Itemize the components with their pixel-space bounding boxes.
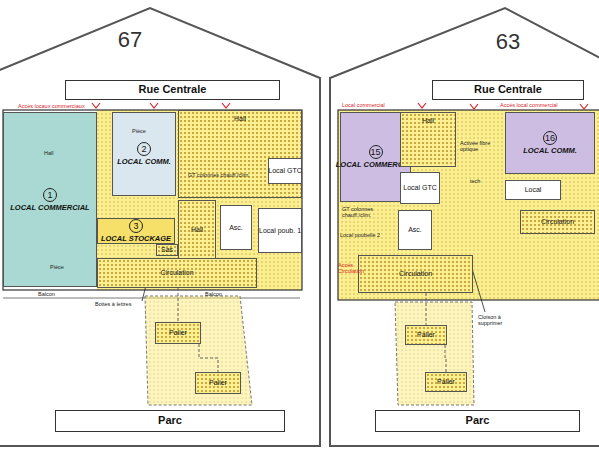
room-zone: Asc.: [220, 205, 252, 250]
zone-name: LOCAL COMMERCIAL: [10, 204, 89, 212]
room-zone: Circulation: [520, 210, 595, 234]
plan-label: Activée fibre optique: [460, 140, 502, 152]
leader-line: [142, 262, 152, 301]
room-name: Local poub. 1: [259, 227, 301, 234]
house-panel: 63Rue Centrale15LOCAL COMMERCIALHallLoca…: [328, 0, 599, 449]
plan-label: GT colonnes chauff./clim.: [342, 206, 394, 218]
street-box: Rue Centrale: [65, 80, 280, 100]
room-name: Hall: [191, 226, 203, 233]
stair-connector: [426, 293, 427, 325]
callout-number: 3: [129, 219, 143, 233]
plan-label: Local poubelle 2: [340, 232, 380, 238]
stair-connector: [178, 288, 179, 322]
room-name: Palier: [169, 329, 187, 336]
room-zone: Palier: [405, 325, 447, 345]
building-number: 63: [496, 29, 520, 55]
room-name: Rue Centrale: [474, 84, 542, 96]
room-name: Palier: [417, 331, 435, 338]
balcony-line: [3, 298, 300, 299]
room-name: Hall: [234, 115, 246, 122]
room-name: Parc: [158, 415, 182, 427]
leader-line: [470, 262, 485, 312]
callout-number: 2: [137, 142, 151, 156]
common-area: [338, 110, 599, 300]
room-name: Hall: [422, 117, 434, 124]
room-zone: 2LOCAL COMM.: [112, 112, 176, 196]
plan-label: Local commercial: [342, 102, 385, 108]
plan-outline: [3, 110, 302, 290]
common-area: [97, 110, 302, 290]
plan-label: Accès locaux commerciaux: [18, 103, 85, 109]
plan-label: Accès Circulation: [338, 262, 356, 274]
zone-name: LOCAL COMM.: [117, 158, 171, 166]
room-zone: Local poub. 1: [258, 208, 302, 253]
plan-label: Pièce: [50, 264, 64, 270]
room-zone: Local: [505, 180, 561, 200]
plan-label: GT colonnes chauff./clim.: [188, 172, 250, 178]
street-box: Parc: [55, 410, 285, 432]
room-name: Rue Centrale: [139, 84, 207, 96]
room-name: Parc: [466, 415, 490, 427]
room-zone: Hall: [400, 112, 456, 167]
room-name: Sas: [161, 246, 173, 253]
callout-number: 16: [543, 131, 557, 145]
stair-connector: [199, 344, 218, 372]
room-name: Local: [525, 186, 542, 193]
house-shape: [0, 8, 320, 446]
plan-label: Boites à lettres: [95, 301, 131, 307]
room-name: Local GTC: [403, 184, 436, 191]
room-zone: Circulation: [97, 258, 257, 288]
plan-label: Balcon: [205, 291, 222, 297]
plan-label: tech: [470, 178, 480, 184]
access-markers: [92, 103, 588, 109]
room-zone: Asc.: [398, 210, 432, 250]
street-box: Rue Centrale: [432, 80, 584, 100]
room-zone: 3LOCAL STOCKAGE: [97, 218, 175, 244]
room-zone: Palier: [425, 372, 467, 392]
room-zone: 16LOCAL COMM.: [505, 112, 595, 174]
room-zone: 1LOCAL COMMERCIAL: [3, 112, 97, 287]
plan-label: Pièce: [132, 128, 146, 134]
plan-label: Hall: [44, 150, 53, 156]
stair-connector: [445, 345, 446, 372]
house-shape: [330, 8, 599, 446]
room-zone: Hall: [178, 200, 216, 260]
room-name: Palier: [437, 378, 455, 385]
room-name: Circulation: [399, 270, 432, 277]
plan-outline: [338, 110, 599, 300]
room-name: Local GTC: [268, 167, 301, 174]
room-name: Asc.: [408, 226, 422, 233]
callout-number: 1: [43, 188, 57, 202]
room-zone: Palier: [195, 372, 241, 394]
room-zone: Palier: [155, 322, 201, 344]
room-name: Palier: [209, 379, 227, 386]
room-name: Asc.: [229, 224, 243, 231]
plan-label: Cloison à supprimer: [478, 314, 523, 326]
house-panel: 67Rue Centrale1LOCAL COMMERCIAL2LOCAL CO…: [0, 0, 322, 449]
room-zone: Sas: [156, 244, 178, 256]
room-zone: Local GTC: [400, 172, 440, 204]
building-number: 67: [118, 27, 142, 53]
callout-number: 15: [369, 145, 383, 159]
zone-name: LOCAL COMM.: [523, 147, 577, 155]
room-name: Circulation: [541, 218, 574, 225]
room-zone: Local GTC: [268, 158, 302, 184]
room-name: Circulation: [160, 269, 193, 276]
plan-label: Accès local commercial: [500, 102, 557, 108]
stair-projection: [395, 302, 474, 405]
room-zone: Circulation: [358, 255, 473, 293]
street-box: Parc: [375, 410, 580, 432]
zone-name: LOCAL STOCKAGE: [101, 235, 171, 243]
plan-label: Balcon: [38, 291, 55, 297]
room-zone: Hall: [178, 110, 302, 198]
stair-projection: [145, 296, 252, 405]
